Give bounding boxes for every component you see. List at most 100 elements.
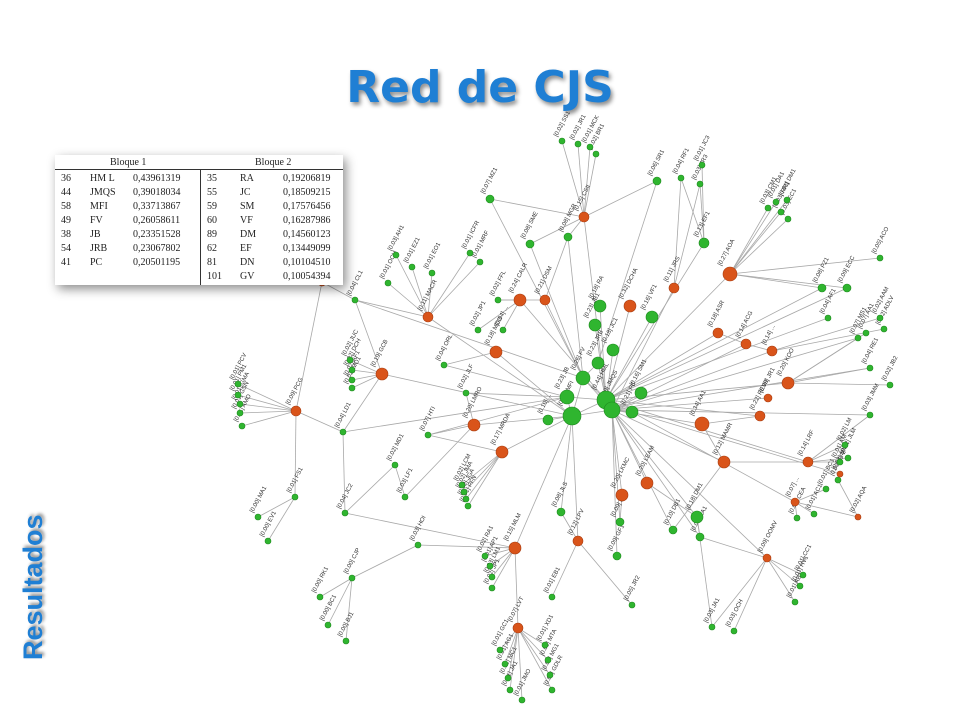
node-label: [0.02] FFL — [489, 269, 507, 297]
table-cell: PC — [90, 257, 103, 268]
graph-edge — [605, 287, 848, 401]
node-label: [0.03] JA1 — [703, 597, 721, 624]
graph-edge — [381, 373, 573, 417]
graph-node-g18 — [440, 361, 448, 369]
graph-node-g30 — [316, 593, 324, 601]
table-cell: 62 — [207, 243, 217, 254]
graph-node-g32 — [342, 637, 350, 645]
node-label: [0.02] JP1 — [469, 300, 487, 327]
table-cell: 0,10104510 — [283, 257, 331, 268]
node-label: [0.04] CL1 — [346, 269, 365, 297]
graph-node-g62 — [783, 196, 791, 204]
table-header-rule — [55, 169, 343, 170]
graph-node-g87 — [234, 380, 242, 388]
graph-node-g74 — [392, 251, 400, 259]
graph-node-g38 — [548, 593, 556, 601]
graph-node-g7 — [542, 414, 554, 426]
node-label: [0.13] EF1 — [693, 210, 712, 238]
node-label: [0.01] FS1 — [286, 466, 305, 494]
table-cell: 59 — [207, 201, 217, 212]
graph-edge — [605, 332, 719, 401]
graph-node-o6 — [712, 327, 724, 339]
graph-edge — [387, 282, 429, 318]
graph-edge — [766, 557, 804, 576]
graph-edge — [605, 316, 653, 401]
graph-edge — [239, 410, 297, 414]
graph-edge — [342, 396, 568, 433]
graph-node-hub6 — [591, 356, 605, 370]
graph-node-hub2 — [603, 401, 621, 419]
node-layer — [234, 137, 894, 704]
graph-edge — [294, 410, 297, 498]
graph-node-g76 — [428, 269, 436, 277]
table-cell: 36 — [61, 173, 71, 184]
graph-edge — [465, 392, 568, 398]
graph-node-g93 — [460, 488, 468, 496]
node-label: [0.14] LRF — [797, 429, 816, 457]
graph-node-g71 — [574, 140, 582, 148]
graph-node-g21 — [391, 461, 399, 469]
graph-node-o27 — [640, 476, 654, 490]
graph-node-o22 — [290, 405, 302, 417]
table-cell: 0,10054394 — [283, 271, 331, 282]
table-header-block2: Bloque 2 — [255, 157, 292, 168]
table-cell: 49 — [61, 215, 71, 226]
graph-node-g59 — [842, 283, 852, 293]
graph-node-g80 — [494, 296, 502, 304]
graph-edge — [394, 464, 406, 498]
table-cell: 60 — [207, 215, 217, 226]
table-cell: 0,33713867 — [133, 201, 181, 212]
node-label: [0.18] JC1 — [601, 316, 619, 344]
graph-edge — [427, 434, 503, 453]
graph-edge — [354, 299, 429, 318]
graph-node-g42 — [799, 571, 807, 579]
graph-node-g5 — [690, 510, 704, 524]
graph-node-o3 — [722, 266, 738, 282]
graph-edge — [504, 627, 519, 665]
table-cell: 58 — [61, 201, 71, 212]
graph-edge — [257, 496, 296, 518]
node-label: [0.04] ORL — [435, 333, 454, 362]
table-cell: HM L — [90, 173, 115, 184]
graph-node-o18 — [513, 293, 527, 307]
graph-edge — [489, 198, 585, 218]
graph-node-g92 — [458, 481, 466, 489]
graph-edge — [354, 299, 584, 379]
node-label: [0.01] JMO — [513, 668, 532, 697]
graph-edge — [605, 273, 731, 401]
graph-edge — [611, 409, 621, 523]
graph-node-g97 — [501, 660, 509, 668]
table-cell: JC — [240, 187, 251, 198]
node-label: [0.08] JLS — [551, 481, 569, 508]
node-label: [0.00] EV1 — [259, 510, 278, 538]
node-label: [0.09] OOMV — [757, 520, 779, 554]
graph-edge — [467, 451, 503, 507]
graph-node-o21 — [375, 367, 389, 381]
graph-edge — [673, 177, 682, 289]
graph-node-g2 — [588, 318, 602, 332]
graph-edge — [680, 177, 705, 244]
graph-node-hub3 — [562, 406, 582, 426]
graph-edge — [611, 409, 674, 531]
graph-node-g57 — [880, 325, 888, 333]
node-label: [0.02] AQA — [849, 485, 868, 513]
graph-node-g45 — [793, 514, 801, 522]
graph-edge — [611, 409, 698, 518]
table-cell: JMQS — [90, 187, 116, 198]
node-label: [0.20] KOO — [776, 347, 796, 377]
graph-node-g83 — [346, 356, 354, 364]
node-label: [0.03] JMM — [861, 383, 880, 412]
graph-node-g51 — [866, 411, 874, 419]
graph-node-g61 — [824, 314, 832, 322]
graph-edge — [611, 367, 871, 411]
graph-edge — [295, 281, 323, 412]
graph-node-g70 — [558, 137, 566, 145]
graph-edge — [577, 540, 633, 606]
graph-node-g73 — [592, 150, 600, 158]
graph-edge — [560, 415, 573, 513]
graph-edge — [295, 410, 344, 433]
graph-node-o11 — [763, 393, 773, 403]
graph-node-o1 — [578, 211, 590, 223]
table-header-block1: Bloque 1 — [110, 157, 147, 168]
